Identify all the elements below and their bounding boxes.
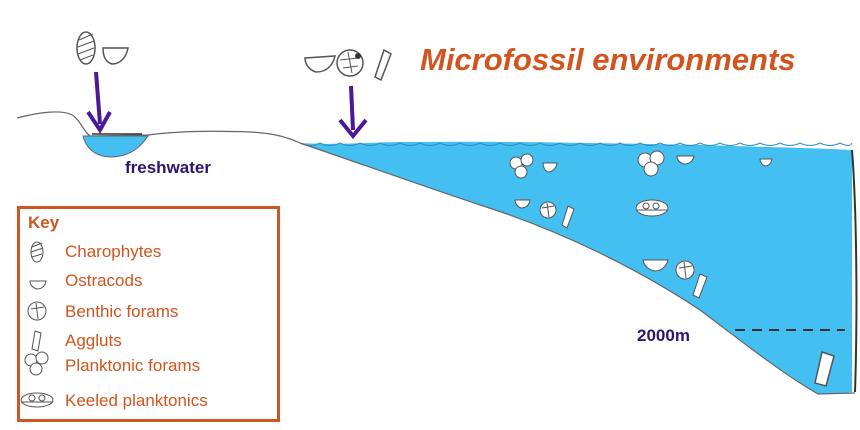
- key-agglut-icon: [31, 330, 42, 352]
- ocean-water: [300, 141, 852, 394]
- depth-label: 2000m: [637, 326, 690, 345]
- key-benthic-foram-icon: [27, 301, 47, 321]
- ostracod-icon: [676, 155, 695, 165]
- key-item-label: Ostracods: [65, 271, 143, 290]
- ostracod-icon: [514, 199, 531, 209]
- ocean-surface-line: [299, 142, 853, 146]
- freshwater-lake: [82, 135, 149, 158]
- benthic-foram-icon: [675, 260, 695, 280]
- benthic-foram-icon: [539, 201, 557, 219]
- ostracod-icon: [642, 259, 669, 272]
- planktonic-foram-icon: [509, 153, 534, 179]
- key-item-label: Benthic forams: [65, 302, 179, 321]
- charophyte-icon: [76, 31, 96, 65]
- ocean-right-edge: [851, 149, 858, 393]
- key-item-aggluts: Aggluts: [0, 329, 260, 355]
- agglut-icon: [561, 205, 575, 229]
- key-item-keeled-planktonics: Keeled planktonics: [0, 389, 260, 415]
- ostracod-icon: [542, 162, 558, 173]
- ostracod-icon: [102, 47, 129, 65]
- benthic-foram-icon: [336, 49, 364, 77]
- agglut-icon: [814, 351, 835, 387]
- key-item-charophytes: Charophytes: [0, 240, 260, 266]
- key-item-label: Charophytes: [65, 242, 162, 261]
- key-keeled-planktonic-icon: [20, 392, 54, 408]
- freshwater-arrow: [86, 71, 112, 134]
- key-item-planktonic-forams: Planktonic forams: [0, 354, 260, 380]
- agglut-icon: [374, 48, 392, 82]
- key-box: [17, 206, 280, 422]
- agglut-icon: [692, 273, 708, 299]
- key-item-label: Keeled planktonics: [65, 391, 208, 410]
- key-title: Key: [28, 213, 60, 232]
- ostracod-icon: [304, 55, 336, 73]
- diagram-title: Microfossil environments: [420, 42, 796, 77]
- ostracod-icon: [759, 158, 773, 167]
- key-item-label: Aggluts: [65, 331, 122, 350]
- keeled-planktonic-icon: [635, 199, 669, 217]
- key-item-label: Planktonic forams: [65, 356, 201, 375]
- key-ostracod-icon: [29, 280, 47, 290]
- seabed-line: [299, 142, 856, 395]
- key-planktonic-foram-icon: [24, 351, 49, 376]
- land-surface: [16, 111, 301, 144]
- marine-arrow: [338, 85, 368, 140]
- key-item-ostracods: Ostracods: [0, 269, 260, 295]
- key-item-benthic-forams: Benthic forams: [0, 300, 260, 326]
- freshwater-label: freshwater: [125, 158, 211, 177]
- key-charophyte-icon: [30, 241, 44, 263]
- planktonic-foram-icon: [637, 150, 665, 177]
